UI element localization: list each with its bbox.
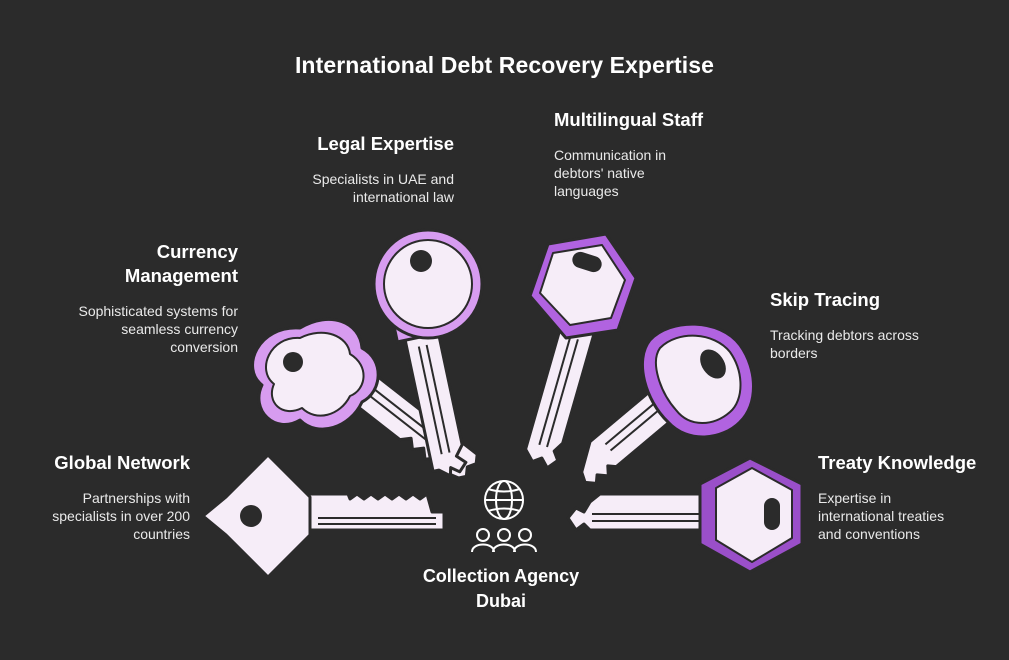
multilingual-staff-desc: Communication in debtors' native languag… [554, 147, 667, 199]
people-icon [471, 528, 537, 553]
label-legal-expertise: Legal Expertise Specialists in UAE and i… [300, 132, 454, 206]
center-label: Collection Agency Dubai [400, 564, 602, 614]
label-skip-tracing: Skip Tracing Tracking debtors across bor… [770, 288, 950, 362]
key-treaty-knowledge-hole [764, 498, 780, 530]
multilingual-staff-title: Multilingual Staff [554, 109, 704, 130]
globe-icon [484, 480, 524, 520]
label-treaty-knowledge: Treaty Knowledge Expertise in internatio… [818, 451, 1003, 543]
key-multilingual-staff-hole [572, 251, 602, 273]
legal-expertise-desc: Specialists in UAE and international law [312, 171, 454, 205]
skip-tracing-title: Skip Tracing [770, 289, 881, 310]
label-currency-management: Currency Management Sophisticated system… [78, 240, 238, 356]
page-title: International Debt Recovery Expertise [294, 52, 715, 78]
key-legal-expertise-blade [402, 325, 468, 478]
currency-management-desc: Sophisticated systems for seamless curre… [78, 303, 238, 355]
key-multilingual-staff-blade [524, 316, 598, 470]
currency-management-title: Currency Management [124, 241, 238, 286]
key-global-network-hole [240, 505, 262, 527]
key-skip-tracing [580, 322, 755, 485]
key-legal-expertise [372, 228, 484, 478]
key-legal-expertise-hole [410, 250, 432, 272]
global-network-desc: Partnerships with specialists in over 20… [52, 490, 190, 542]
key-skip-tracing-hole [700, 349, 726, 379]
key-treaty-knowledge [566, 456, 804, 574]
key-global-network-blade [298, 492, 446, 532]
center-label-line2: Dubai [475, 591, 526, 611]
skip-tracing-desc: Tracking debtors across borders [770, 327, 919, 361]
treaty-knowledge-title: Treaty Knowledge [818, 452, 977, 473]
key-treaty-knowledge-blade [566, 492, 714, 532]
center-label-line1: Collection Agency [422, 566, 580, 586]
key-global-network [201, 453, 446, 579]
treaty-knowledge-desc: Expertise in international treaties and … [818, 490, 945, 542]
key-multilingual-staff [524, 232, 638, 470]
legal-expertise-title: Legal Expertise [317, 133, 454, 154]
key-currency-management-hole [283, 352, 303, 372]
label-global-network: Global Network Partnerships with special… [30, 451, 190, 543]
label-multilingual-staff: Multilingual Staff Communication in debt… [554, 108, 714, 200]
global-network-title: Global Network [54, 452, 190, 473]
